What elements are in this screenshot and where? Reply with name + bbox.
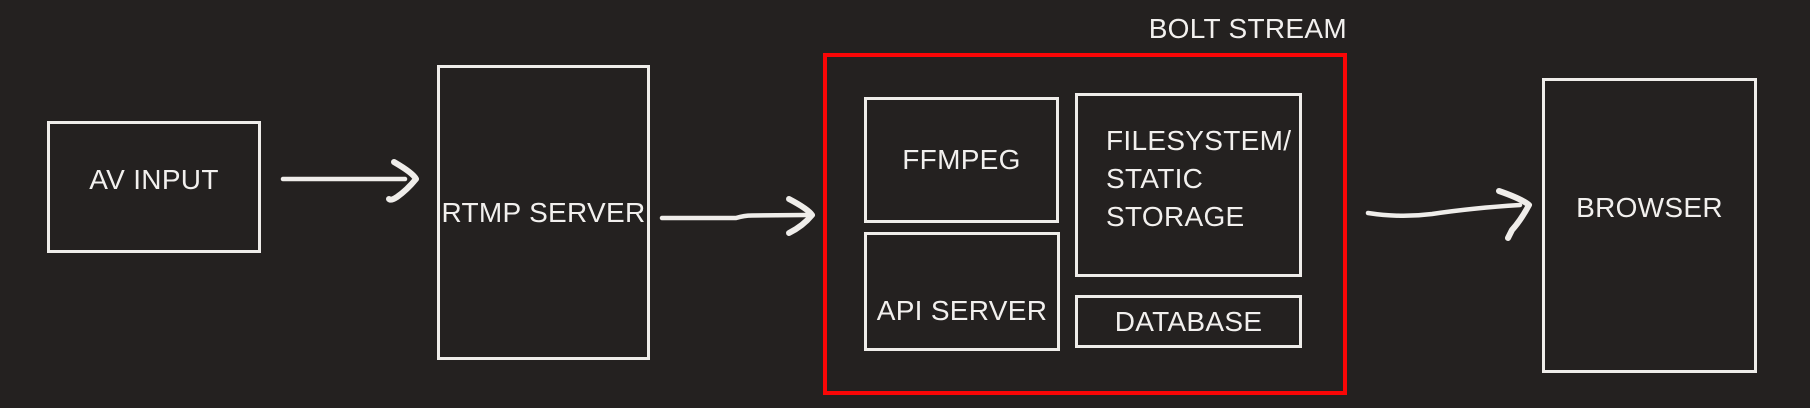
filesystem-storage-line-3: STORAGE [1106,201,1245,232]
api-server-node: API SERVER [864,232,1060,351]
api-server-label: API SERVER [876,294,1048,326]
rtmp-server-label: RTMP SERVER [441,196,646,228]
edge-arrow-rtmp-server-to-bolt-stream-icon [659,196,815,236]
filesystem-static-storage-node: FILESYSTEM/ STATIC STORAGE [1075,93,1302,277]
bolt-stream-group-outline [823,53,1347,395]
ffmpeg-label: FFMPEG [902,144,1021,175]
database-node: DATABASE [1075,295,1302,348]
rtmp-server-node: RTMP SERVER [437,65,650,360]
av-input-label: AV INPUT [89,164,219,195]
browser-node: BROWSER [1542,78,1757,373]
bolt-stream-group-label: BOLT STREAM [1148,13,1347,44]
ffmpeg-node: FFMPEG [864,97,1059,223]
database-label: DATABASE [1114,305,1263,337]
browser-label: BROWSER [1576,191,1723,223]
filesystem-storage-line-2: STATIC [1106,163,1204,194]
av-input-node: AV INPUT [47,121,261,253]
filesystem-storage-line-1: FILESYSTEM/ [1106,125,1292,156]
edge-arrow-bolt-stream-to-browser-icon [1365,188,1532,241]
edge-arrow-av-input-to-rtmp-server-icon [280,159,419,203]
